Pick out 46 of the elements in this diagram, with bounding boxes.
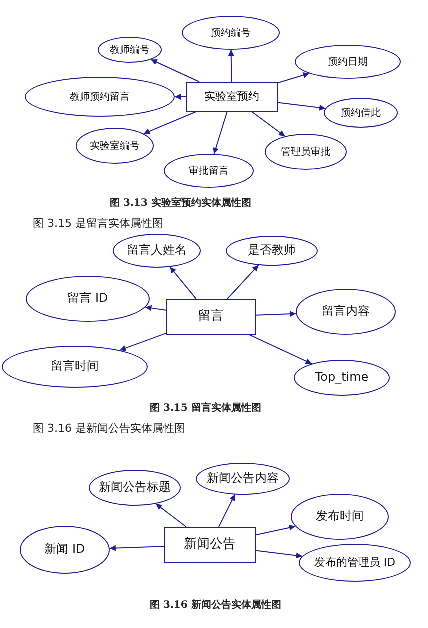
attribute-ellipse: 审批留言 [164,154,254,188]
body-text: 图 3.15 是留言实体属性图 [33,216,164,231]
arrow [119,333,166,352]
arrow [228,50,234,82]
arrow [256,524,296,536]
attribute-ellipse: 教师编号 [98,37,162,63]
arrow [256,311,297,318]
attribute-ellipse: 发布的管理员 ID [299,544,411,582]
attribute-ellipse: 管理员审批 [265,134,347,170]
arrow [109,545,164,552]
arrow [278,102,326,111]
body-text: 图 3.16 是新闻公告实体属性图 [33,421,186,436]
arrow [174,94,186,100]
attribute-ellipse: 预约日期 [295,45,401,79]
arrow [150,59,200,82]
attribute-ellipse: 发布时间 [291,494,389,540]
figure-caption: 图 3.13 实验室预约实体属性图 [110,196,252,210]
attribute-ellipse: 新闻 ID [20,526,110,574]
attribute-ellipse: 预约编号 [182,16,280,50]
attribute-ellipse: 留言内容 [296,289,396,335]
attribute-ellipse: 教师预约留言 [25,77,175,117]
arrow [278,72,310,84]
arrow [156,504,187,528]
attribute-ellipse: 新闻公告标题 [89,470,181,506]
entity-box: 留言 [166,299,256,335]
attribute-ellipse: Top_time [294,360,390,396]
attribute-ellipse: 是否教师 [226,236,318,266]
entity-box: 实验室预约 [186,82,278,112]
attribute-ellipse: 预约借此 [324,98,398,128]
attribute-ellipse: 实验室编号 [76,128,154,164]
arrow [170,266,197,300]
arrow [145,305,166,312]
arrow [252,112,286,137]
figure-caption: 图 3.16 新闻公告实体属性图 [150,598,282,612]
arrow [256,550,303,559]
attribute-ellipse: 留言时间 [2,346,148,388]
arrow [249,334,312,364]
attribute-ellipse: 新闻公告内容 [196,463,290,495]
attribute-ellipse: 留言人姓名 [113,234,201,268]
arrow [143,112,197,134]
attribute-ellipse: 留言 ID [26,276,150,322]
arrow [213,112,228,155]
arrow [227,264,260,300]
figure-caption: 图 3.15 留言实体属性图 [150,401,262,415]
entity-box: 新闻公告 [164,527,256,563]
arrow [218,494,236,528]
